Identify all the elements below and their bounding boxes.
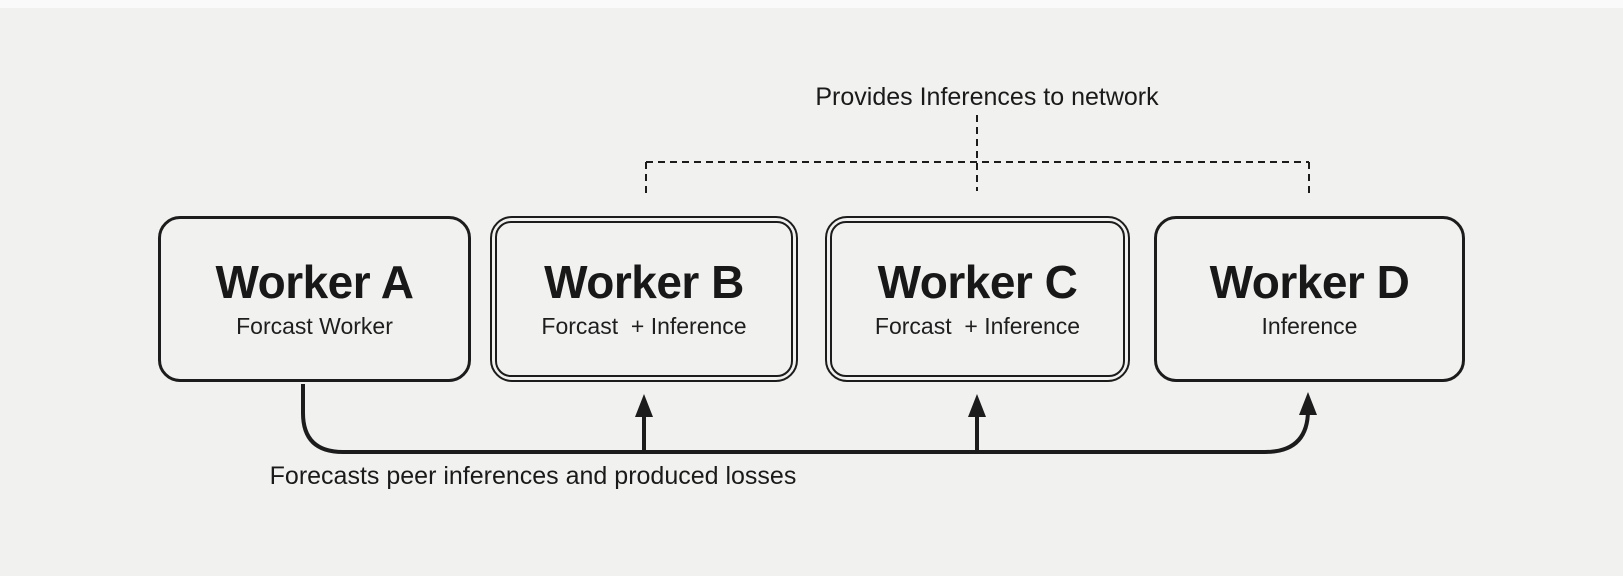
- worker-box-d: Worker D Inference: [1154, 216, 1465, 382]
- top-strip: [0, 0, 1623, 8]
- forecasts-losses-label: Forecasts peer inferences and produced l…: [269, 462, 797, 490]
- worker-a-subtitle: Forcast Worker: [236, 313, 393, 340]
- worker-c-title: Worker C: [877, 255, 1078, 308]
- worker-box-c: Worker C Forcast + Inference: [825, 216, 1130, 382]
- worker-b-title: Worker B: [544, 255, 744, 308]
- worker-box-b: Worker B Forcast + Inference: [490, 216, 798, 382]
- arrowhead-worker-d: [1299, 392, 1317, 415]
- forecast-feedback-arrow: [301, 384, 1310, 454]
- arrowhead-worker-b: [635, 394, 653, 417]
- arrowheads: [635, 392, 1317, 417]
- worker-d-title: Worker D: [1209, 255, 1410, 308]
- provides-inferences-label: Provides Inferences to network: [815, 83, 1159, 111]
- arrowhead-worker-c: [968, 394, 986, 417]
- worker-box-a: Worker A Forcast Worker: [158, 216, 471, 382]
- worker-a-title: Worker A: [215, 255, 414, 308]
- worker-c-subtitle: Forcast + Inference: [874, 313, 1081, 340]
- provides-inferences-dashed-connector: [645, 115, 1310, 193]
- worker-d-subtitle: Inference: [1261, 313, 1358, 340]
- worker-b-subtitle: Forcast + Inference: [541, 313, 747, 340]
- arrow-main-path: [301, 384, 1310, 454]
